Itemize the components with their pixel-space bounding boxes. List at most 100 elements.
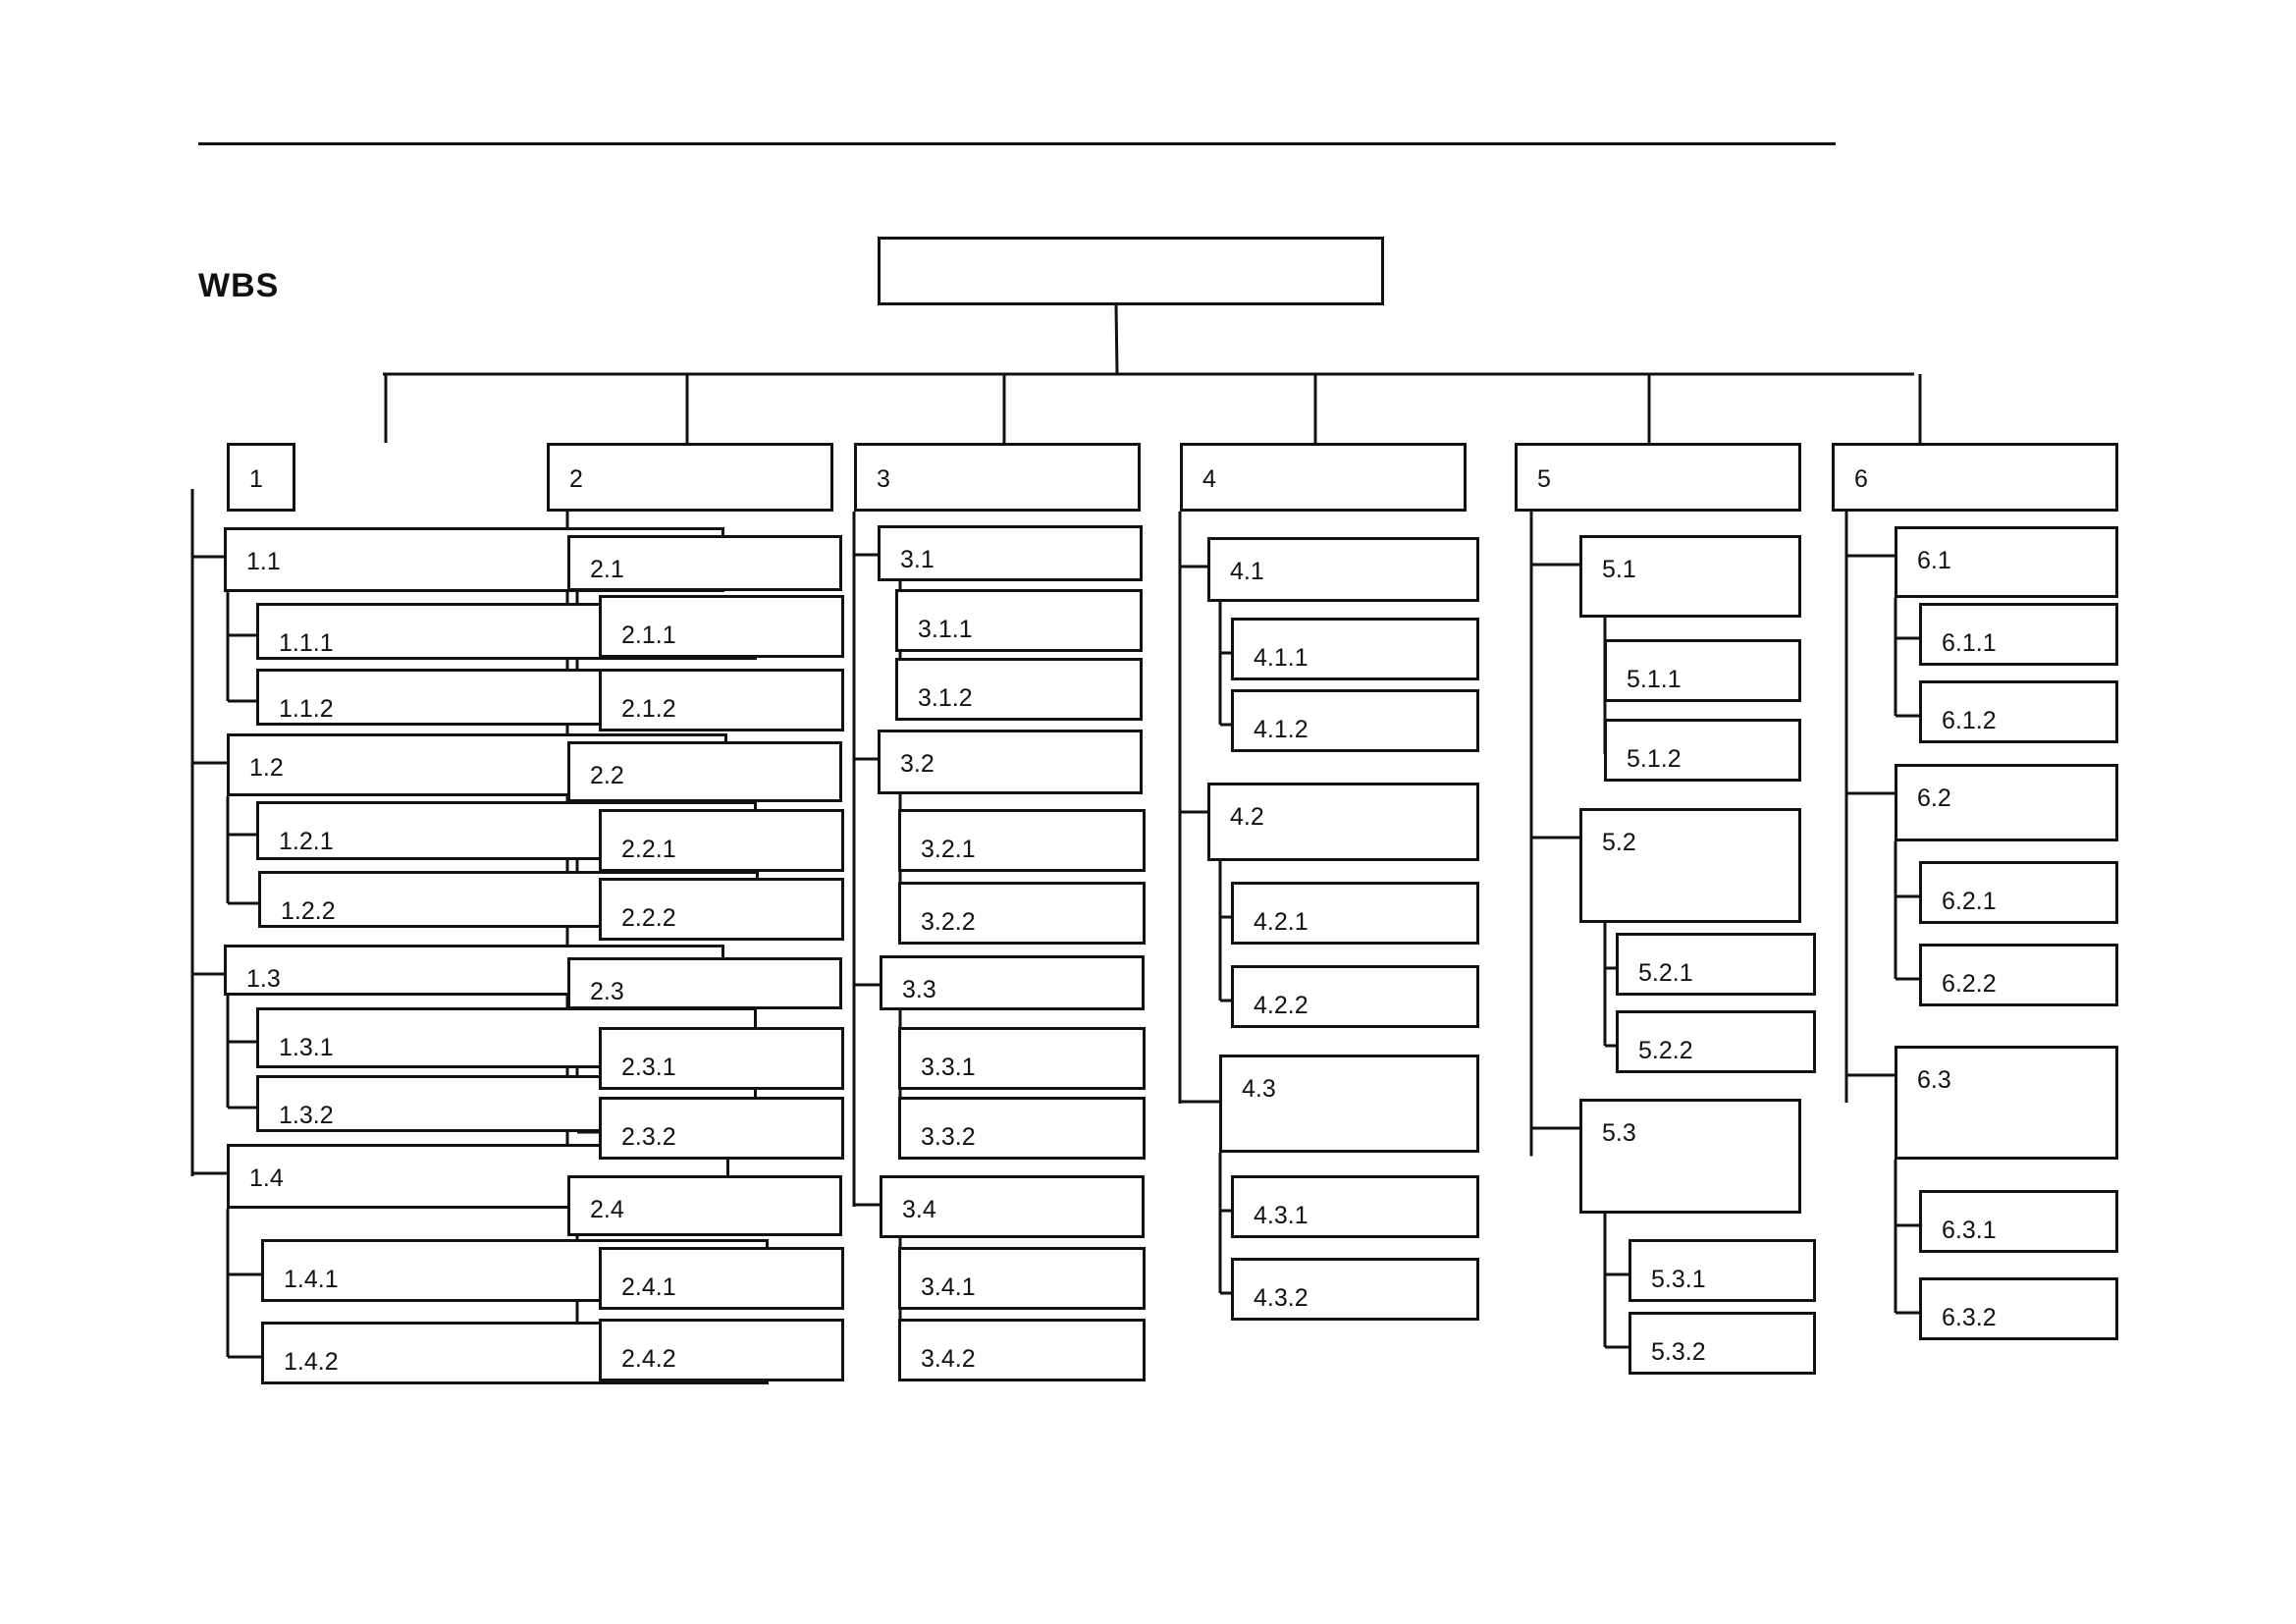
wbs-box-2.4.2: 2.4.2 <box>599 1319 844 1381</box>
wbs-box-1.1.1-label: 1.1.1 <box>279 629 334 657</box>
wbs-box-4.2.1: 4.2.1 <box>1231 882 1479 945</box>
wbs-box-1.2-label: 1.2 <box>249 754 284 782</box>
wbs-box-6.3.1-label: 6.3.1 <box>1942 1217 1997 1244</box>
wbs-box-1.4.2-label: 1.4.2 <box>284 1348 339 1376</box>
wbs-box-2: 2 <box>547 443 833 512</box>
wbs-box-3.4.1-label: 3.4.1 <box>921 1273 976 1301</box>
wbs-box-4.2: 4.2 <box>1207 783 1479 861</box>
wbs-box-2.1.1-label: 2.1.1 <box>621 622 676 649</box>
wbs-box-4.2.2-label: 4.2.2 <box>1254 992 1308 1019</box>
wbs-box-1.4-label: 1.4 <box>249 1164 284 1192</box>
wbs-box-4.3: 4.3 <box>1219 1055 1479 1153</box>
wbs-box-3.1.1: 3.1.1 <box>895 589 1143 652</box>
root-connector <box>1114 304 1119 375</box>
wbs-box-6.1-label: 6.1 <box>1917 547 1951 574</box>
wbs-box-2.2.1-label: 2.2.1 <box>621 836 676 863</box>
wbs-box-3.3.2-label: 3.3.2 <box>921 1123 976 1151</box>
wbs-box-3.2.2: 3.2.2 <box>898 882 1146 945</box>
wbs-box-5.1.1: 5.1.1 <box>1604 639 1801 702</box>
wbs-box-5.2.1: 5.2.1 <box>1616 933 1816 996</box>
wbs-box-2.1: 2.1 <box>567 535 842 591</box>
wbs-box-3.4.2: 3.4.2 <box>898 1319 1146 1381</box>
wbs-box-4.2.1-label: 4.2.1 <box>1254 908 1308 936</box>
wbs-box-6.3.1: 6.3.1 <box>1919 1190 2118 1253</box>
wbs-box-6.2: 6.2 <box>1895 764 2118 841</box>
wbs-box-1.3.1-label: 1.3.1 <box>279 1034 334 1061</box>
wbs-box-1.2.2-label: 1.2.2 <box>281 897 336 925</box>
wbs-box-4.1.1: 4.1.1 <box>1231 618 1479 680</box>
wbs-box-1.4.1-label: 1.4.1 <box>284 1266 339 1293</box>
wbs-box-3.1.2: 3.1.2 <box>895 658 1143 721</box>
wbs-box-1.3.2-label: 1.3.2 <box>279 1102 334 1129</box>
wbs-box-4.3.1-label: 4.3.1 <box>1254 1202 1308 1229</box>
wbs-box-6.1.2-label: 6.1.2 <box>1942 707 1997 734</box>
wbs-box-4.1-label: 4.1 <box>1230 558 1264 585</box>
wbs-box-3.4.1: 3.4.1 <box>898 1247 1146 1310</box>
wbs-box-6.3.2: 6.3.2 <box>1919 1277 2118 1340</box>
wbs-box-4.1: 4.1 <box>1207 537 1479 602</box>
wbs-box-4.1.2-label: 4.1.2 <box>1254 716 1308 743</box>
wbs-box-3.1: 3.1 <box>878 525 1143 581</box>
wbs-box-6.1.1: 6.1.1 <box>1919 603 2118 666</box>
wbs-box-5-label: 5 <box>1537 465 1551 493</box>
wbs-box-4.3.1: 4.3.1 <box>1231 1175 1479 1238</box>
wbs-box-6.1.1-label: 6.1.1 <box>1942 629 1997 657</box>
wbs-box-3-label: 3 <box>877 465 890 493</box>
wbs-box-2.4.1-label: 2.4.1 <box>621 1273 676 1301</box>
wbs-box-1: 1 <box>227 443 295 512</box>
wbs-box-4-label: 4 <box>1202 465 1216 493</box>
wbs-box-2.3.2-label: 2.3.2 <box>621 1123 676 1151</box>
wbs-box-3.3.2: 3.3.2 <box>898 1097 1146 1160</box>
wbs-box-4.3.2: 4.3.2 <box>1231 1258 1479 1321</box>
wbs-box-2.1.1: 2.1.1 <box>599 595 844 658</box>
wbs-box-2.3.1: 2.3.1 <box>599 1027 844 1090</box>
wbs-box-3.3.1: 3.3.1 <box>898 1027 1146 1090</box>
wbs-box-5: 5 <box>1515 443 1801 512</box>
page-title: WBS <box>198 267 280 304</box>
wbs-box-3.2.2-label: 3.2.2 <box>921 908 976 936</box>
wbs-box-5.1: 5.1 <box>1579 535 1801 618</box>
wbs-box-1.1-label: 1.1 <box>246 548 281 575</box>
wbs-box-3.3: 3.3 <box>880 955 1145 1010</box>
wbs-box-3.1.1-label: 3.1.1 <box>918 616 973 643</box>
wbs-box-2.2.2-label: 2.2.2 <box>621 904 676 932</box>
wbs-box-5.1.1-label: 5.1.1 <box>1627 666 1682 693</box>
wbs-box-5.2.2: 5.2.2 <box>1616 1010 1816 1073</box>
wbs-box-6.1.2: 6.1.2 <box>1919 680 2118 743</box>
wbs-box-6.2.2: 6.2.2 <box>1919 944 2118 1006</box>
wbs-box-5.3: 5.3 <box>1579 1099 1801 1214</box>
wbs-box-5.3-label: 5.3 <box>1602 1119 1636 1147</box>
wbs-box-1.1.2-label: 1.1.2 <box>279 695 334 723</box>
wbs-box-2.4.2-label: 2.4.2 <box>621 1345 676 1373</box>
wbs-box-3.2-label: 3.2 <box>900 750 934 778</box>
top-rule <box>198 142 1836 145</box>
wbs-box-2.1.2: 2.1.2 <box>599 669 844 731</box>
wbs-box-2.2.1: 2.2.1 <box>599 809 844 872</box>
wbs-box-6-label: 6 <box>1854 465 1868 493</box>
wbs-box-2.4-label: 2.4 <box>590 1196 624 1223</box>
wbs-box-2.2: 2.2 <box>567 741 842 802</box>
wbs-box-4.1.2: 4.1.2 <box>1231 689 1479 752</box>
wbs-box-6.3: 6.3 <box>1895 1046 2118 1160</box>
wbs-box-1.3-label: 1.3 <box>246 965 281 993</box>
wbs-box-6.1: 6.1 <box>1895 526 2118 598</box>
wbs-box-6.2.2-label: 6.2.2 <box>1942 970 1997 998</box>
wbs-box-1-label: 1 <box>249 465 263 493</box>
wbs-box-2.2.2: 2.2.2 <box>599 878 844 941</box>
wbs-root-box <box>878 237 1384 305</box>
wbs-box-3.3-label: 3.3 <box>902 976 936 1003</box>
wbs-box-4.2-label: 4.2 <box>1230 803 1264 831</box>
wbs-box-5.2-label: 5.2 <box>1602 829 1636 856</box>
wbs-box-6.2.1: 6.2.1 <box>1919 861 2118 924</box>
wbs-box-2.1-label: 2.1 <box>590 556 624 583</box>
wbs-box-3.4-label: 3.4 <box>902 1196 936 1223</box>
wbs-box-6.3.2-label: 6.3.2 <box>1942 1304 1997 1331</box>
wbs-box-6.3-label: 6.3 <box>1917 1066 1951 1094</box>
wbs-box-5.2.1-label: 5.2.1 <box>1638 959 1693 987</box>
wbs-box-2.4.1: 2.4.1 <box>599 1247 844 1310</box>
wbs-box-3.1-label: 3.1 <box>900 546 934 573</box>
wbs-box-3.2.1-label: 3.2.1 <box>921 836 976 863</box>
wbs-box-4: 4 <box>1180 443 1467 512</box>
wbs-box-5.2.2-label: 5.2.2 <box>1638 1037 1693 1064</box>
wbs-box-3.2: 3.2 <box>878 730 1143 794</box>
